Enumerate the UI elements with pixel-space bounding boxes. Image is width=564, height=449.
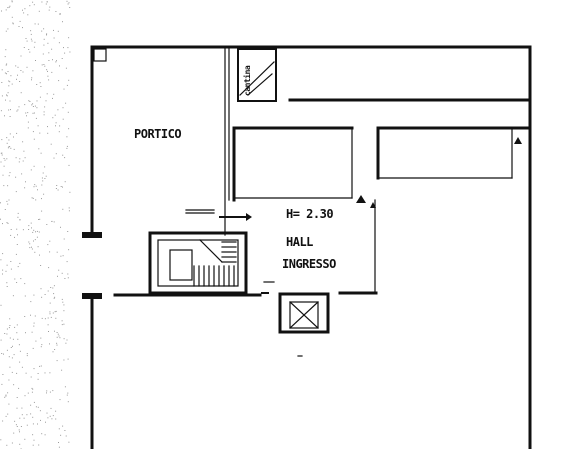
hall-label-line2: INGRESSO: [282, 257, 336, 271]
hall-label-line1: HALL: [286, 235, 313, 249]
scan-noise: [0, 0, 71, 449]
ceiling-height-label: H= 2.30: [286, 207, 333, 221]
hall-walls: [113, 137, 522, 297]
outer-walls: [82, 45, 532, 449]
portico-label: PORTICO: [134, 127, 181, 141]
portico-area: PORTICO: [134, 46, 230, 236]
misc-marks: [263, 281, 303, 357]
corridor-walls: [232, 98, 532, 202]
cantina-room: cantina: [237, 48, 277, 102]
elevator-shaft: [278, 292, 330, 334]
cantina-label: cantina: [242, 65, 252, 96]
staircase: [148, 231, 248, 295]
entrance-arrow: [185, 209, 252, 221]
